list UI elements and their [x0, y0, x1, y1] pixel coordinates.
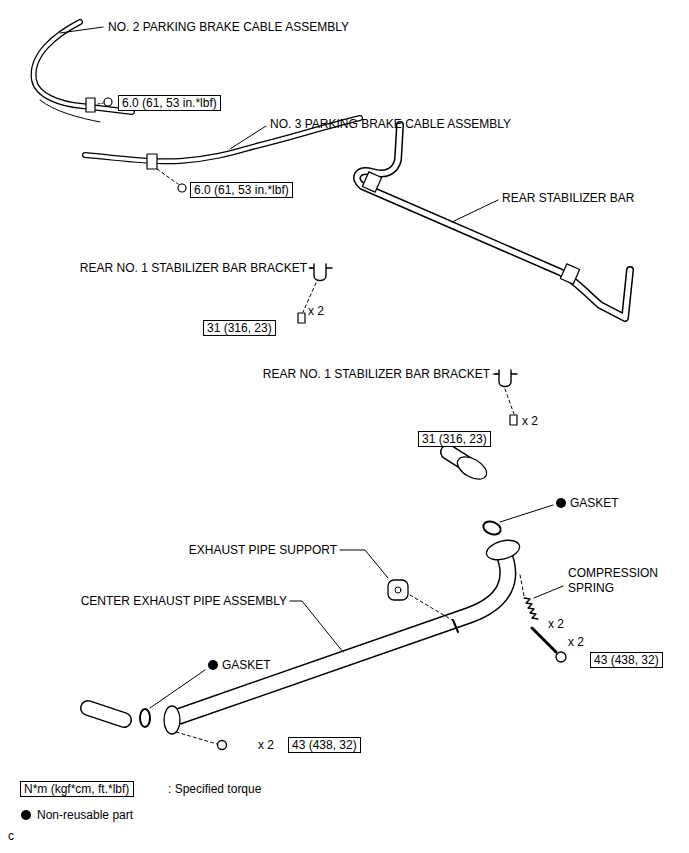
stabilizer-bracket [495, 370, 517, 387]
leader-line [452, 200, 498, 222]
bushing [560, 264, 579, 284]
quantity-label: x 2 [568, 635, 584, 650]
non-reusable-mark [208, 660, 218, 670]
leader-line [500, 505, 553, 522]
torque-value: 6.0 (61, 53 in.*lbf) [122, 96, 217, 110]
quantity-label: x 2 [548, 617, 564, 632]
pipe-outline [180, 552, 508, 716]
part-label: GASKET [222, 658, 271, 673]
legend-swatch [21, 810, 31, 820]
torque-value: 43 (438, 32) [594, 653, 659, 667]
part-label: COMPRESSION SPRING [568, 566, 678, 596]
pipe-outline [88, 708, 124, 720]
part-label: : Specified torque [168, 782, 261, 797]
install-line [98, 103, 103, 104]
torque-value: N*m (kgf*cm, ft.*lbf) [24, 782, 129, 796]
torque-value: 31 (316, 23) [422, 432, 487, 446]
part-label: CENTER EXHAUST PIPE ASSEMBLY [81, 594, 287, 609]
leader-line [150, 670, 205, 708]
compression-spring [524, 598, 538, 619]
leader-line [340, 550, 388, 578]
torque-box: 31 (316, 23) [203, 320, 276, 336]
gasket [140, 709, 150, 727]
quantity-label: x 2 [522, 414, 538, 429]
cable-clip [147, 154, 157, 169]
leader-line [534, 586, 563, 598]
nut [104, 98, 112, 106]
part-label: REAR NO. 1 STABILIZER BAR BRACKET [80, 261, 307, 276]
part-label: c [8, 829, 14, 844]
bolt [510, 415, 517, 425]
gasket [481, 519, 502, 536]
leader-line [290, 601, 343, 652]
install-line [176, 732, 217, 744]
pipe-body [180, 552, 508, 716]
bushing [362, 172, 381, 192]
flange [164, 706, 180, 734]
install-line [520, 575, 524, 596]
nut [218, 741, 227, 750]
nut [178, 184, 186, 192]
support-hole [395, 587, 401, 593]
part-label: NO. 3 PARKING BRAKE CABLE ASSEMBLY [270, 117, 511, 132]
install-line [157, 169, 178, 184]
bolt-head [556, 652, 566, 662]
part-label: GASKET [570, 496, 619, 511]
part-label: REAR STABILIZER BAR [502, 191, 634, 206]
stabilizer-body [357, 125, 630, 318]
legend-text: Non-reusable part [37, 808, 133, 822]
quantity-label: x 2 [258, 738, 274, 753]
torque-box: 31 (316, 23) [418, 431, 491, 447]
part-label: NO. 2 PARKING BRAKE CABLE ASSEMBLY [108, 20, 349, 35]
stabilizer-outline [357, 125, 630, 318]
torque-value: 43 (438, 32) [292, 738, 357, 752]
cable-clip [86, 98, 95, 112]
torque-value: 31 (316, 23) [207, 321, 272, 335]
install-line [410, 595, 452, 620]
torque-box: 6.0 (61, 53 in.*lbf) [118, 95, 221, 111]
pipe-body [88, 708, 124, 720]
torque-box: 6.0 (61, 53 in.*lbf) [190, 182, 293, 198]
bolt [298, 313, 305, 323]
rubber-support [388, 580, 408, 600]
non-reusable-mark [556, 498, 566, 508]
torque-box: 43 (438, 32) [288, 737, 361, 753]
leader-line [230, 126, 266, 149]
leader-line [493, 374, 497, 375]
install-line [505, 389, 514, 414]
stabilizer-bracket [310, 264, 332, 281]
legend-entry: Non-reusable part [21, 808, 133, 823]
flange [454, 452, 491, 484]
torque-box: 43 (438, 32) [590, 652, 663, 668]
flange [484, 537, 522, 563]
leader-line [60, 27, 103, 33]
leader-line [309, 268, 312, 269]
part-label: EXHAUST PIPE SUPPORT [189, 543, 337, 558]
hanger [453, 620, 458, 632]
unit-key-box: N*m (kgf*cm, ft.*lbf) [20, 781, 134, 797]
part-label: REAR NO. 1 STABILIZER BAR BRACKET [263, 367, 490, 382]
bolt [532, 628, 556, 652]
quantity-label: x 2 [308, 304, 324, 319]
torque-value: 6.0 (61, 53 in.*lbf) [194, 183, 289, 197]
